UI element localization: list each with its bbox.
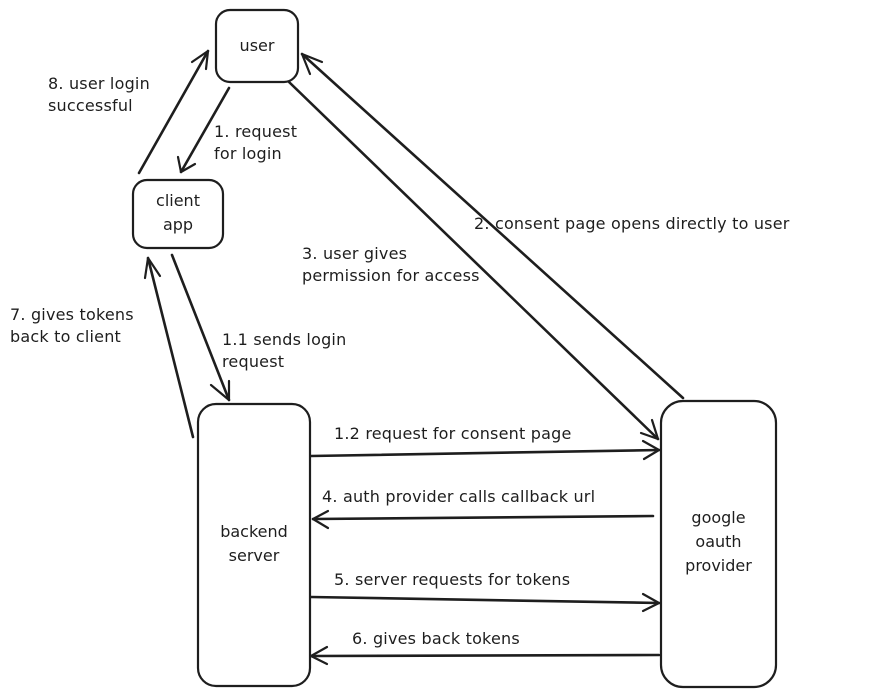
edge-label-7: 7. gives tokens back to client <box>10 305 134 346</box>
edge-5-request-tokens <box>309 592 661 613</box>
edge-label-2: 2. consent page opens directly to user <box>474 214 790 233</box>
edge-3-user-gives-permission <box>287 80 660 441</box>
client-app-node-label: client app <box>156 191 200 234</box>
edge-label-1: 1. request for login <box>214 122 298 163</box>
edge-6-gives-back-tokens <box>309 645 661 666</box>
google-oauth-provider-node-label: google oauth provider <box>685 508 752 575</box>
edge-label-8: 8. user login successful <box>48 74 150 115</box>
edge-1-2-request-consent-page <box>309 439 661 461</box>
backend-server-node[interactable] <box>196 402 312 688</box>
client-app-node[interactable] <box>131 178 225 250</box>
edge-7-gives-tokens-back <box>143 256 195 439</box>
edge-8-user-login-successful <box>137 49 210 175</box>
edge-4-callback-url <box>311 509 655 530</box>
edge-1-request-for-login <box>176 86 231 174</box>
edge-label-1-2: 1.2 request for consent page <box>334 424 572 443</box>
edge-label-3: 3. user gives permission for access <box>302 244 480 285</box>
edge-label-5: 5. server requests for tokens <box>334 570 571 589</box>
edge-label-1-1: 1.1 sends login request <box>222 330 347 371</box>
edge-1-1-sends-login-request <box>170 253 231 402</box>
user-node-label: user <box>239 36 275 55</box>
google-oauth-provider-node[interactable] <box>659 399 778 689</box>
edge-label-6: 6. gives back tokens <box>352 629 520 648</box>
edge-label-4: 4. auth provider calls callback url <box>322 487 596 506</box>
edge-2-consent-page-opens <box>300 52 685 400</box>
user-node[interactable] <box>214 8 300 84</box>
backend-server-node-label: backend server <box>220 522 288 565</box>
